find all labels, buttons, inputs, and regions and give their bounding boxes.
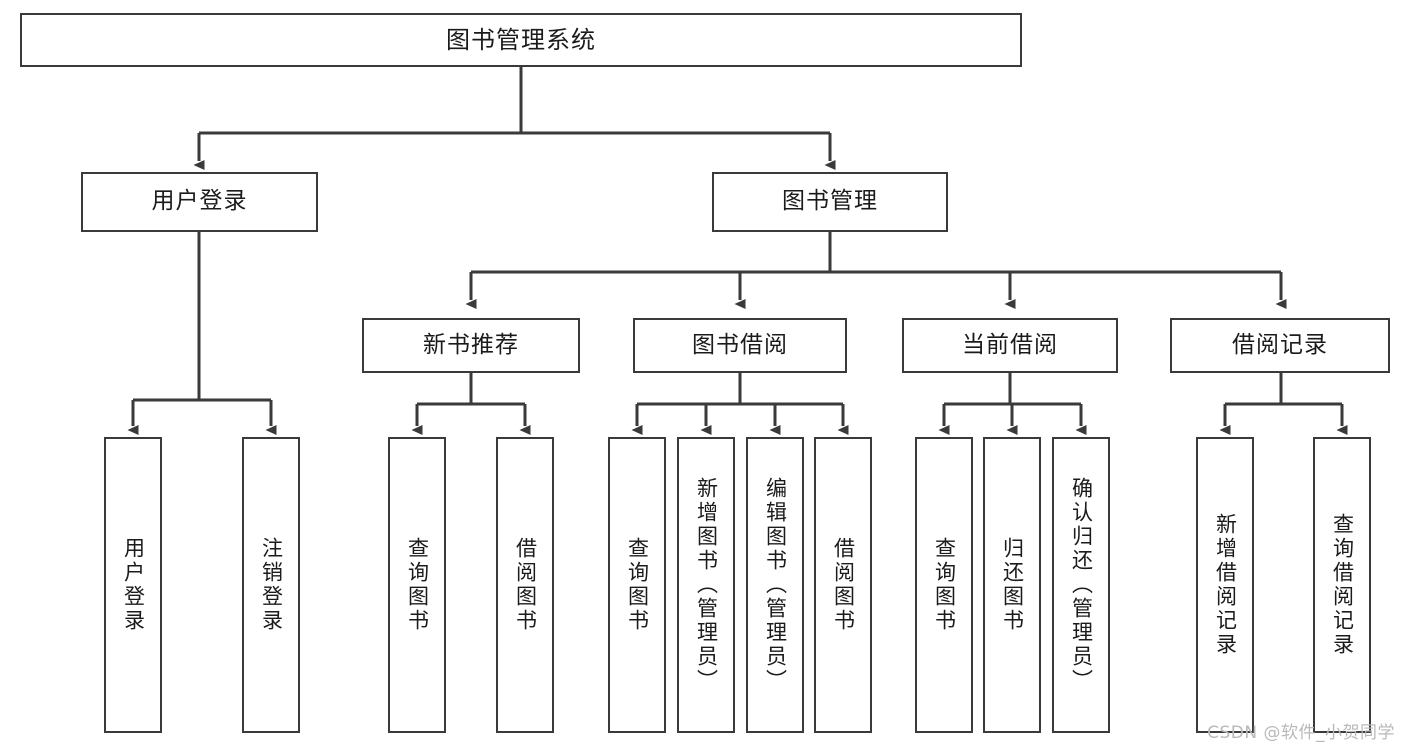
node-label: 查询图书 — [625, 537, 650, 633]
leaf-record-add-record[interactable]: 新增借阅记录 — [1196, 437, 1254, 733]
node-label: 注销登录 — [259, 537, 284, 633]
node-label: 当前借阅 — [962, 331, 1058, 358]
node-label: 借阅图书 — [831, 537, 856, 633]
leaf-borrow-borrow-book[interactable]: 借阅图书 — [814, 437, 872, 733]
node-label: 图书借阅 — [692, 331, 788, 358]
leaf-current-query-book[interactable]: 查询图书 — [915, 437, 973, 733]
node-borrow-record[interactable]: 借阅记录 — [1170, 318, 1390, 373]
node-label: 归还图书 — [1000, 537, 1025, 633]
node-new-book-recommend[interactable]: 新书推荐 — [362, 318, 580, 373]
node-label: 新增借阅记录 — [1213, 513, 1238, 657]
leaf-user-login-logout[interactable]: 注销登录 — [242, 437, 300, 733]
node-label: 查询图书 — [405, 537, 430, 633]
leaf-borrow-query-book[interactable]: 查询图书 — [608, 437, 666, 733]
node-user-login[interactable]: 用户登录 — [81, 172, 318, 232]
node-label: 借阅图书 — [513, 537, 538, 633]
leaf-user-login-login[interactable]: 用户登录 — [104, 437, 162, 733]
node-current-borrow[interactable]: 当前借阅 — [902, 318, 1118, 373]
node-label: 图书管理 — [782, 188, 878, 215]
node-root-system[interactable]: 图书管理系统 — [20, 13, 1022, 67]
leaf-borrow-edit-book-admin[interactable]: 编辑图书（管理员） — [746, 437, 804, 733]
leaf-current-confirm-return-admin[interactable]: 确认归还（管理员） — [1052, 437, 1110, 733]
node-label: 图书管理系统 — [446, 25, 596, 54]
csdn-watermark: CSDN @软件_小贺同学 — [1207, 723, 1395, 743]
node-book-borrow[interactable]: 图书借阅 — [633, 318, 847, 373]
node-label: 借阅记录 — [1232, 331, 1328, 358]
node-label: 确认归还（管理员） — [1069, 477, 1094, 693]
node-label: 查询借阅记录 — [1330, 513, 1355, 657]
node-label: 编辑图书（管理员） — [763, 477, 788, 693]
leaf-new-book-borrow[interactable]: 借阅图书 — [496, 437, 554, 733]
node-label: 查询图书 — [932, 537, 957, 633]
node-label: 用户登录 — [151, 188, 248, 215]
leaf-new-book-query[interactable]: 查询图书 — [388, 437, 446, 733]
node-label: 用户登录 — [121, 537, 146, 633]
node-book-management[interactable]: 图书管理 — [712, 172, 948, 232]
node-label: 新书推荐 — [423, 331, 519, 358]
node-label: 新增图书（管理员） — [694, 477, 719, 693]
leaf-borrow-add-book-admin[interactable]: 新增图书（管理员） — [677, 437, 735, 733]
leaf-record-query-record[interactable]: 查询借阅记录 — [1313, 437, 1371, 733]
leaf-current-return-book[interactable]: 归还图书 — [983, 437, 1041, 733]
